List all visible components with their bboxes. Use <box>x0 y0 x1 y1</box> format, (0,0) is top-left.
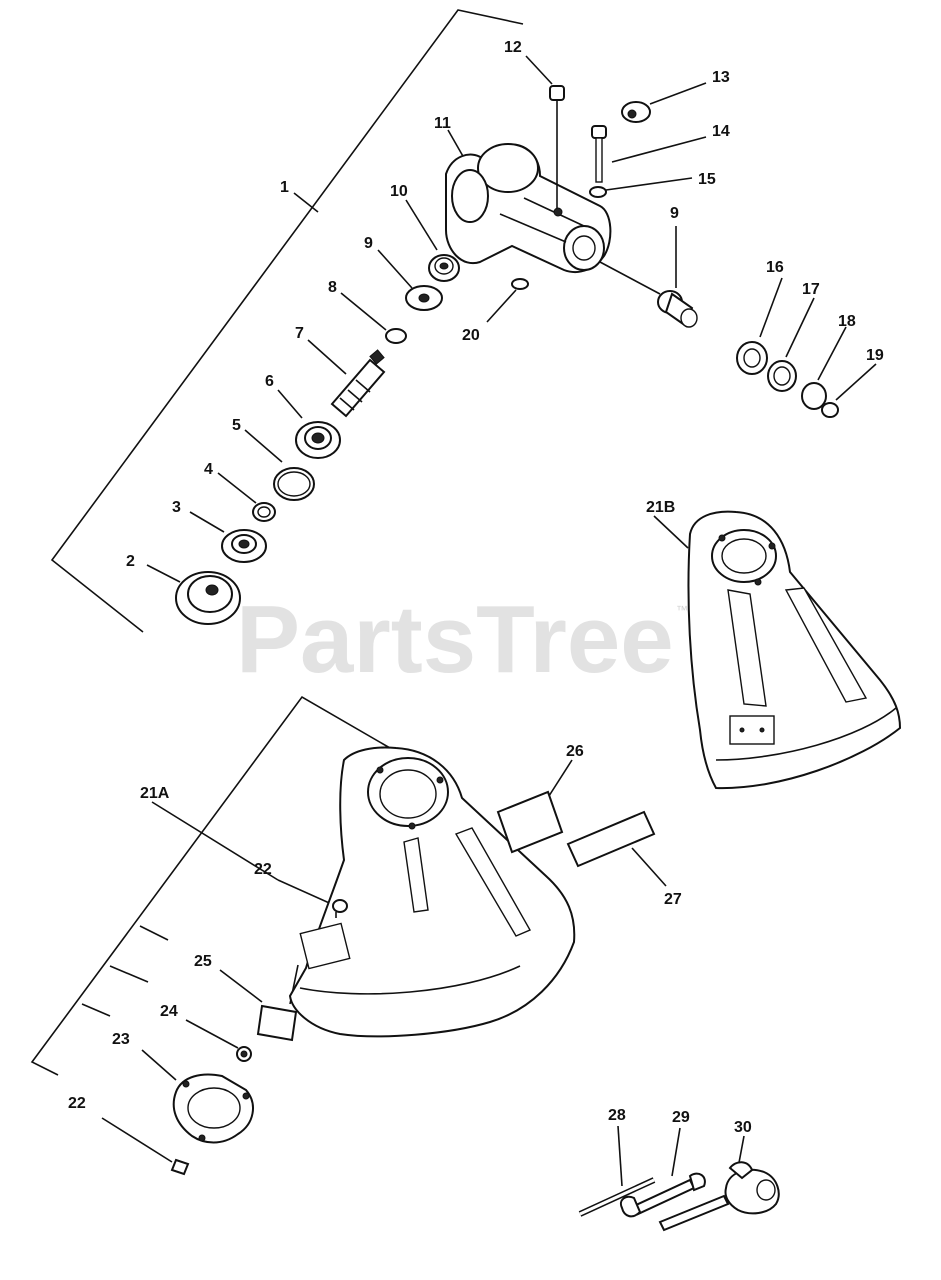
part-16-bearing <box>736 341 768 375</box>
label-part-7: 7 <box>295 325 304 342</box>
label-part-5: 5 <box>232 417 241 434</box>
label-part-15: 15 <box>698 171 716 188</box>
label-part-16: 16 <box>766 259 784 276</box>
part-4-spacer <box>252 502 276 522</box>
part-27-decal <box>566 810 656 868</box>
part-22-screw-lower <box>170 1158 190 1176</box>
part-10-bearing <box>428 254 460 282</box>
label-part-8: 8 <box>328 279 337 296</box>
label-part-20: 20 <box>462 327 480 344</box>
part-14-bolt <box>591 125 607 183</box>
part-9-pinion <box>599 261 698 328</box>
part-26-decal <box>496 790 564 854</box>
label-part-6: 6 <box>265 373 274 390</box>
part-15-washer <box>589 186 607 198</box>
label-part-25: 25 <box>194 953 212 970</box>
label-part-18: 18 <box>838 313 856 330</box>
part-18-snap-ring <box>801 382 827 410</box>
part-20-nut <box>511 278 529 290</box>
label-part-13: 13 <box>712 69 730 86</box>
label-part-3: 3 <box>172 499 181 516</box>
part-13-knob <box>621 101 651 123</box>
part-22-screw-upper <box>332 899 348 918</box>
watermark-trademark: ™ <box>676 603 688 617</box>
part-21a-shield <box>288 746 576 1038</box>
label-part-4: 4 <box>204 461 213 478</box>
part-19-o-ring <box>821 402 839 418</box>
shield-assembly-bracket <box>30 695 391 1076</box>
label-part-9-upper: 9 <box>364 235 373 252</box>
part-8-o-ring <box>385 328 407 344</box>
label-part-21a: 21A <box>140 785 170 802</box>
gearhead-assembly-bracket <box>50 9 524 633</box>
label-part-17: 17 <box>802 281 820 298</box>
label-part-21b: 21B <box>646 499 675 516</box>
part-25-plate <box>256 1004 298 1042</box>
label-part-23: 23 <box>112 1031 130 1048</box>
label-part-9-right: 9 <box>670 205 679 222</box>
label-part-1: 1 <box>280 179 289 196</box>
part-24-nut <box>236 1046 252 1062</box>
part-17-bearing <box>767 360 797 392</box>
label-part-10: 10 <box>390 183 408 200</box>
part-28-rod <box>578 1177 656 1217</box>
part-12-screw <box>549 85 565 208</box>
label-part-22-upper: 22 <box>254 861 272 878</box>
label-part-19: 19 <box>866 347 884 364</box>
part-29-wrench <box>620 1172 706 1218</box>
part-11-gear-housing <box>445 143 612 274</box>
callout-labels: 1 2 3 4 5 6 7 8 9 10 11 12 13 14 15 9 16… <box>68 39 884 1136</box>
label-part-14: 14 <box>712 123 730 140</box>
part-23-plate <box>172 1073 254 1144</box>
label-part-2: 2 <box>126 553 135 570</box>
part-9-seal-disc <box>405 285 443 311</box>
label-part-28: 28 <box>608 1107 626 1124</box>
label-part-22-lower: 22 <box>68 1095 86 1112</box>
label-part-12: 12 <box>504 39 522 56</box>
label-part-27: 27 <box>664 891 682 908</box>
label-part-24: 24 <box>160 1003 178 1020</box>
label-part-11: 11 <box>434 115 451 132</box>
part-6-bearing <box>295 421 341 459</box>
part-7-gear-shaft <box>330 349 386 418</box>
label-part-26: 26 <box>566 743 584 760</box>
part-2-pulley <box>175 571 241 625</box>
part-5-snap-ring <box>273 467 315 501</box>
part-21b-shield <box>687 510 902 790</box>
watermark-text: PartsTree <box>236 586 674 693</box>
part-30-plug-wrench <box>658 1161 780 1232</box>
part-3-bearing <box>221 529 267 563</box>
label-part-29: 29 <box>672 1109 690 1126</box>
label-part-30: 30 <box>734 1119 752 1136</box>
